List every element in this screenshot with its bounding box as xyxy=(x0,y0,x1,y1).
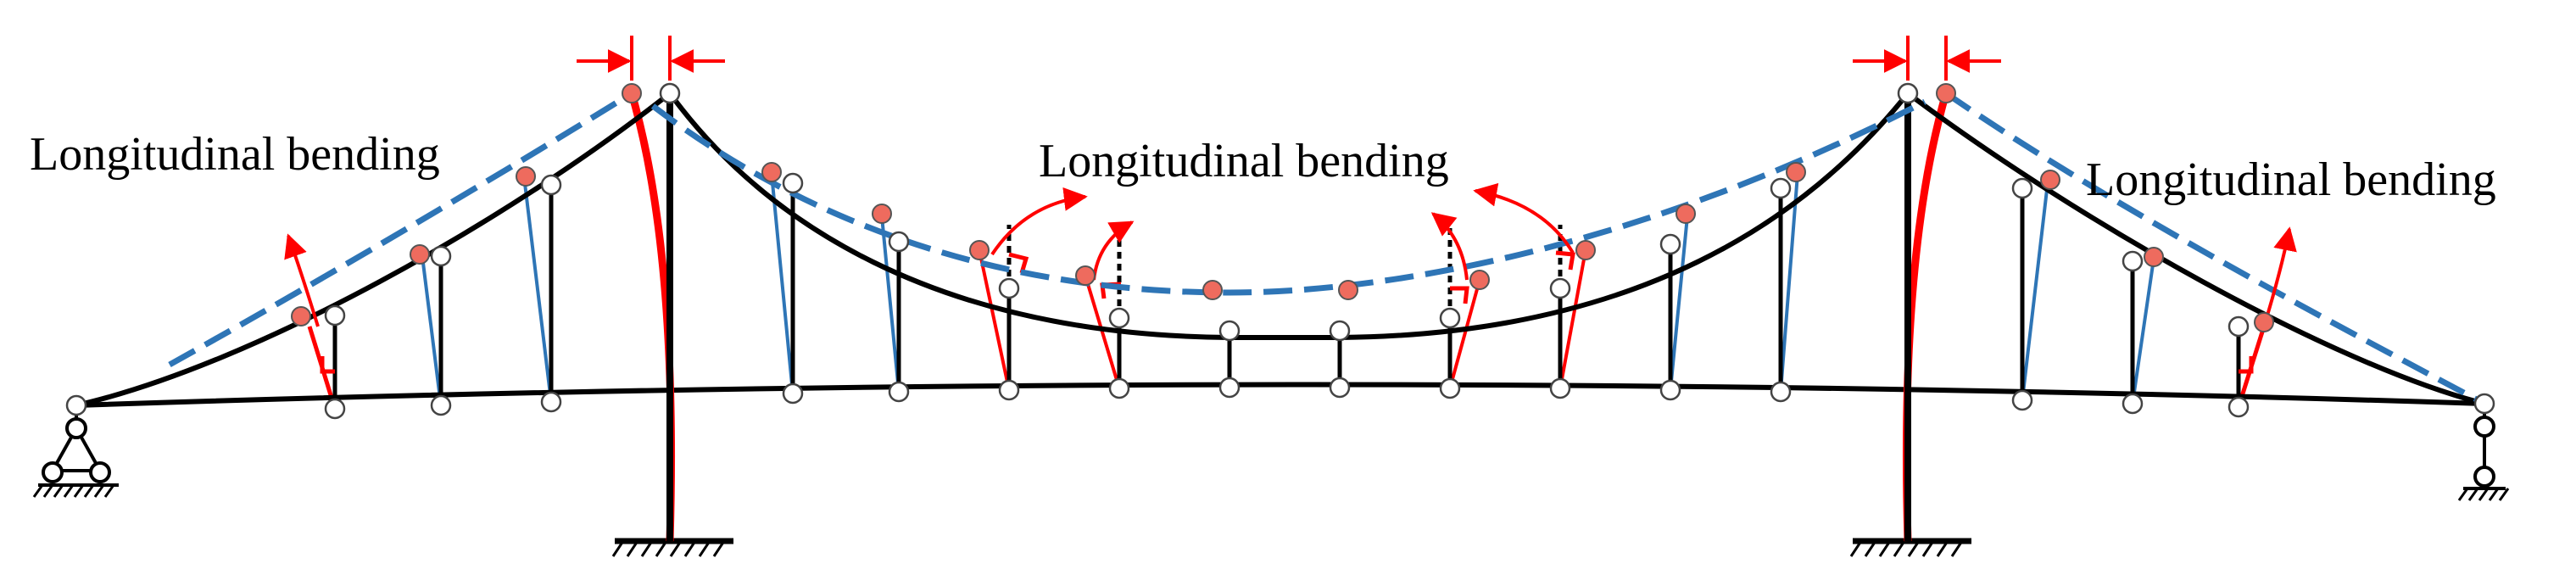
hangers xyxy=(332,183,2241,409)
deformed-nodes xyxy=(291,83,2274,332)
left-pin-support xyxy=(32,405,119,498)
tower-top-displacement-arrows xyxy=(577,36,2001,81)
label-center-longitudinal-bending: Longitudinal bending xyxy=(1039,135,1449,187)
left-tower-fixed-base xyxy=(611,538,733,557)
towers xyxy=(627,92,1950,542)
left-tower-deformed xyxy=(627,92,676,542)
deck-girder xyxy=(75,382,2485,408)
hanger-rotation-arrows xyxy=(284,182,2297,327)
right-tower-fixed-base xyxy=(1849,538,1971,557)
right-tower-deformed xyxy=(1902,92,1950,542)
deformed-hangers xyxy=(421,173,2155,406)
label-right-longitudinal-bending: Longitudinal bending xyxy=(2086,153,2496,206)
rotation-brackets xyxy=(307,250,2267,410)
structure-nodes xyxy=(65,82,2495,420)
main-cable xyxy=(75,91,2485,408)
label-left-longitudinal-bending: Longitudinal bending xyxy=(30,128,440,181)
right-roller-support xyxy=(2457,404,2510,501)
deformed-main-cable xyxy=(168,91,2486,407)
